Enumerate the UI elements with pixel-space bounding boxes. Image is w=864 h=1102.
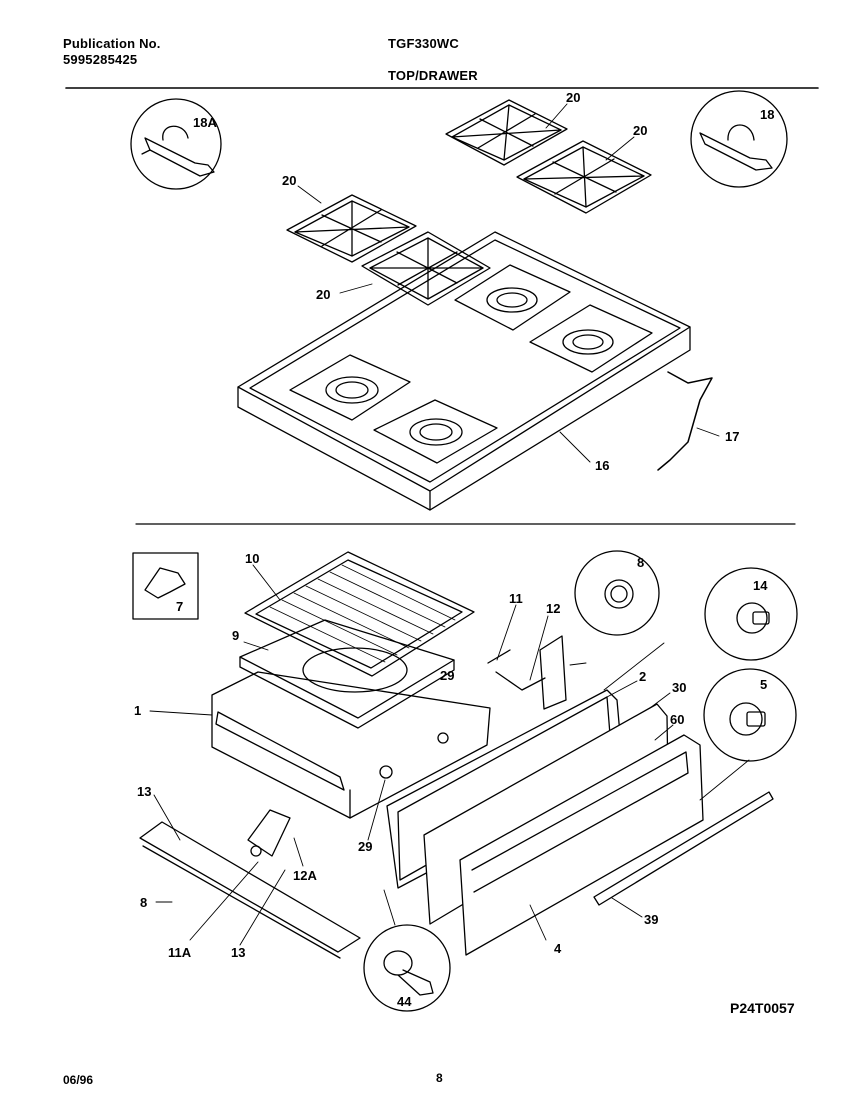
footer-date: 06/96 [63, 1073, 94, 1087]
callout-44: 44 [397, 994, 412, 1009]
callout-12: 12 [546, 601, 560, 616]
rails-13 [139, 821, 361, 959]
callout-29-bottom: 29 [358, 839, 372, 854]
drawer-door-4 [459, 734, 704, 956]
inset-44 [363, 924, 451, 1012]
bracket-12 [539, 635, 567, 710]
publication-label: Publication No. [63, 36, 161, 51]
callout-18A: 18A [193, 115, 217, 130]
callout-13-top: 13 [137, 784, 151, 799]
callout-12A: 12A [293, 868, 317, 883]
callout-8-left: 8 [140, 895, 147, 910]
diagram-code: P24T0057 [730, 1000, 795, 1016]
callout-20-right: 20 [633, 123, 647, 138]
callout-17: 17 [725, 429, 739, 444]
grate-upper-right-back [516, 140, 652, 214]
callout-11: 11 [509, 591, 523, 606]
page-number: 8 [436, 1071, 443, 1085]
callout-20-top: 20 [566, 90, 580, 105]
model-number: TGF330WC [388, 36, 459, 51]
pan-9 [239, 619, 455, 729]
cooktop-main-top [237, 231, 691, 511]
grate-left-rear [361, 231, 491, 306]
callout-5: 5 [760, 677, 767, 692]
callout-2: 2 [639, 669, 646, 684]
callout-7: 7 [176, 599, 183, 614]
inset-8 [574, 550, 660, 636]
section-title: TOP/DRAWER [388, 68, 478, 83]
leaders-bottom [149, 564, 750, 946]
callout-13-bottom: 13 [231, 945, 245, 960]
inset-18A [130, 98, 222, 190]
grate-left-front [286, 194, 417, 263]
callout-20-left: 20 [282, 173, 296, 188]
callout-10: 10 [245, 551, 259, 566]
callout-9: 9 [232, 628, 239, 643]
inset-box-7 [132, 552, 199, 620]
callout-4: 4 [554, 941, 562, 956]
callout-11A: 11A [168, 945, 192, 960]
callout-29-top: 29 [440, 668, 454, 683]
inset-14 [704, 567, 798, 661]
drawer-frame-1 [211, 671, 491, 819]
callout-16: 16 [595, 458, 609, 473]
inset-5 [703, 668, 797, 762]
callout-14: 14 [753, 578, 768, 593]
pin-11 [487, 649, 546, 691]
publication-number: 5995285425 [63, 52, 138, 67]
callout-18: 18 [760, 107, 774, 122]
grate-upper-left-back [445, 99, 568, 166]
wire-part-17 [657, 371, 713, 471]
callout-39: 39 [644, 912, 658, 927]
callout-8-circle: 8 [637, 555, 644, 570]
callout-30: 30 [672, 680, 686, 695]
inset-18 [690, 90, 788, 188]
callout-20-lower: 20 [316, 287, 330, 302]
bracket-12A [247, 809, 291, 857]
callout-60: 60 [670, 712, 684, 727]
leaders-top [297, 103, 720, 463]
callout-1: 1 [134, 703, 141, 718]
rail-39 [593, 791, 774, 906]
broiler-pan-10 [244, 551, 475, 677]
